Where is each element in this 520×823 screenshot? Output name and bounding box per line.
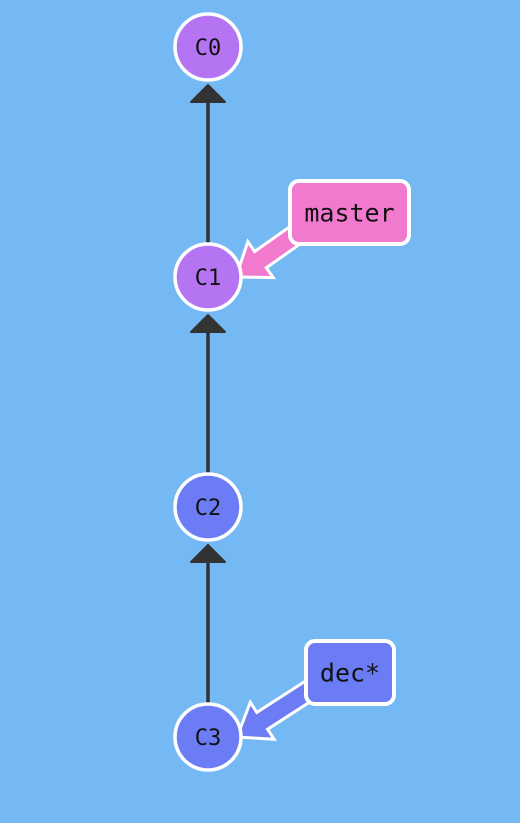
commit-label: C0 [195,36,222,61]
branch-label-master[interactable]: master [288,179,411,246]
branch-labels-layer: master dec* [288,179,411,706]
commit-circle [173,702,243,772]
branch-label-text: dec* [320,659,380,688]
branch-arrow-dec [234,679,318,741]
branch-label-box [304,639,396,706]
commit-circle [173,12,243,82]
edges-layer [190,84,226,704]
commit-label: C3 [195,726,222,751]
branch-arrow-master [233,225,302,280]
edge-c3-c2 [190,544,226,704]
edge-c1-c0 [190,84,226,244]
branch-label-box [288,179,411,246]
edge-arrowhead [190,314,226,333]
edge-c2-c1 [190,314,226,474]
commit-label: C1 [195,266,222,291]
branch-label-text: master [304,199,394,228]
branch-label-dec[interactable]: dec* [304,639,396,706]
commit-label: C2 [195,496,222,521]
edge-arrowhead [190,544,226,563]
branch-arrows-layer [233,225,318,741]
commit-node-c0[interactable]: C0 [173,12,243,82]
edge-arrowhead [190,84,226,103]
commit-node-c3[interactable]: C3 [173,702,243,772]
commit-node-c2[interactable]: C2 [173,472,243,542]
commit-circle [173,472,243,542]
commit-node-c1[interactable]: C1 [173,242,243,312]
commit-circle [173,242,243,312]
